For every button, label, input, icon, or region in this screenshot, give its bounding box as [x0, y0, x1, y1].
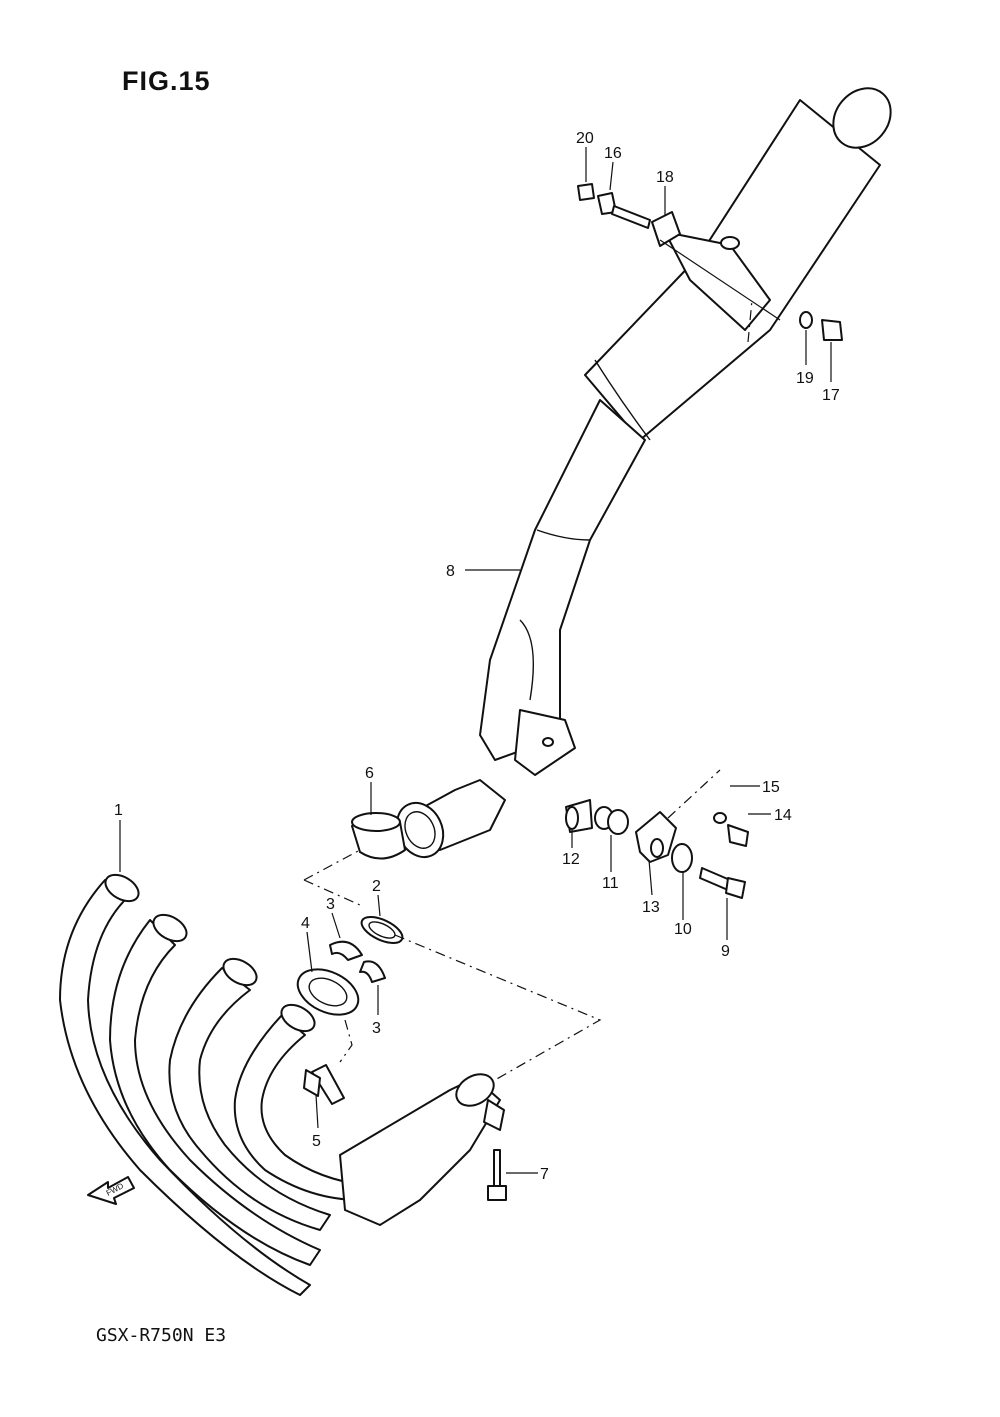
callout-5: 5: [312, 1133, 321, 1150]
callout-7: 7: [540, 1166, 549, 1183]
callout-11: 11: [602, 875, 619, 892]
figure-title: FIG.15: [122, 66, 211, 96]
callout-13: 13: [642, 899, 660, 916]
forward-arrow: FWD: [87, 1176, 135, 1205]
model-label: GSX-R750N E3: [96, 1325, 227, 1346]
muffler: [584, 87, 892, 441]
callout-2: 2: [372, 878, 381, 895]
callout-9: 9: [721, 943, 730, 960]
assembly-lines: [303, 299, 753, 1081]
small-parts: [296, 916, 507, 1201]
callout-15: 15: [762, 779, 780, 796]
exhaust-headers: [59, 873, 505, 1296]
muffler-hardware: [577, 183, 843, 341]
gasket-6: [351, 812, 406, 860]
callout-12: 12: [562, 851, 580, 868]
callout-14: 14: [774, 807, 792, 824]
callout-labels: 1 2 3 3 4 5 6 7 8 9 10 11 12 13 14 15 16…: [114, 130, 840, 1183]
callout-20: 20: [576, 130, 594, 147]
leader-lines: [119, 147, 832, 1174]
callout-4: 4: [301, 915, 310, 932]
callout-6: 6: [365, 765, 374, 782]
callout-18: 18: [656, 169, 674, 186]
callout-3a: 3: [326, 896, 335, 913]
bracket-hardware: [565, 799, 749, 899]
callout-3b: 3: [372, 1020, 381, 1037]
callout-17: 17: [822, 387, 840, 404]
callout-1: 1: [114, 802, 123, 819]
middle-pipe: [395, 399, 646, 859]
callout-19: 19: [796, 370, 814, 387]
callout-8: 8: [446, 563, 455, 580]
callout-16: 16: [604, 145, 622, 162]
callout-10: 10: [674, 921, 692, 938]
